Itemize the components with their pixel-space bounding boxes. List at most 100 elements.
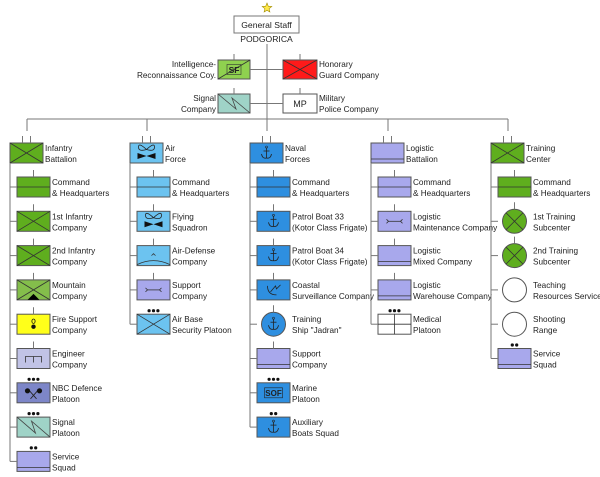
unit-training-4 bbox=[502, 311, 527, 337]
unit-frame bbox=[377, 279, 412, 301]
unit-training-3 bbox=[502, 277, 527, 303]
unit-label: & Headquarters bbox=[413, 189, 470, 198]
wrench-jaw bbox=[399, 219, 403, 224]
top-unit-label: Intelligence- bbox=[172, 60, 216, 69]
cross-line bbox=[282, 59, 318, 80]
unit-label: Training bbox=[292, 315, 322, 324]
cross-line bbox=[505, 246, 524, 265]
anchor-icon bbox=[268, 256, 279, 262]
unit-label: (Kotor Class Frigate) bbox=[292, 223, 368, 232]
unit-label: Security Platoon bbox=[172, 326, 232, 335]
unit-frame bbox=[136, 210, 171, 232]
unit-label: Service bbox=[533, 350, 561, 359]
unit-label: Company bbox=[172, 258, 208, 267]
column-head-label: Logistic bbox=[406, 144, 434, 153]
unit-label: Company bbox=[52, 361, 88, 370]
echelon-dot bbox=[27, 377, 31, 381]
sf-text: SF bbox=[229, 65, 240, 75]
column-head-logistic bbox=[370, 136, 405, 164]
unit-infantry-7 bbox=[16, 412, 51, 438]
unit-label: Air-Defense bbox=[172, 247, 216, 256]
diagonal-line bbox=[217, 59, 251, 80]
unit-label: Air Base bbox=[172, 315, 203, 324]
unit-label: Flying bbox=[172, 212, 194, 221]
unit-label: Patrol Boat 34 bbox=[292, 247, 344, 256]
column-head-training bbox=[490, 136, 525, 164]
signal-zigzag bbox=[16, 416, 51, 438]
column-head-naval bbox=[249, 136, 284, 164]
cross-line bbox=[136, 313, 171, 335]
unit-label: Subcenter bbox=[533, 258, 571, 267]
unit-label: Mixed Company bbox=[413, 258, 473, 267]
column-head-label: Naval bbox=[285, 144, 306, 153]
unit-infantry-0 bbox=[16, 170, 51, 198]
cross-line bbox=[16, 210, 51, 232]
unit-frame bbox=[16, 313, 51, 335]
column-head-label: Battalion bbox=[45, 155, 77, 164]
top-unit-label: Police Company bbox=[319, 105, 380, 114]
unit-naval-2 bbox=[256, 238, 291, 267]
top-unit-label: Reconnaissance Coy. bbox=[137, 71, 216, 80]
unit-label: Command bbox=[533, 178, 571, 187]
echelon-dot bbox=[510, 343, 514, 347]
echelon-dot bbox=[397, 309, 401, 313]
unit-infantry-3 bbox=[16, 272, 51, 301]
general-staff-location: PODGORICA bbox=[240, 34, 293, 44]
unit-label: & Headquarters bbox=[292, 189, 349, 198]
unit-logistic-0 bbox=[377, 170, 412, 198]
column-head-label: Training bbox=[526, 144, 556, 153]
unit-infantry-4 bbox=[16, 307, 51, 335]
star-icon bbox=[261, 2, 273, 13]
column-head-label: Forces bbox=[285, 155, 310, 164]
unit-label: Logistic bbox=[413, 212, 441, 221]
unit-label: Warehouse Company bbox=[413, 292, 493, 301]
anchor-icon bbox=[272, 214, 275, 217]
general-staff-label: General Staff bbox=[241, 20, 292, 30]
echelon-dot bbox=[515, 343, 519, 347]
air-defense-arc bbox=[136, 260, 171, 265]
wrench-jaw bbox=[158, 287, 162, 293]
unit-air-3 bbox=[136, 272, 171, 301]
column-head-infantry bbox=[9, 136, 44, 164]
unit-label: Company bbox=[292, 361, 328, 370]
unit-naval-3 bbox=[256, 272, 291, 301]
top-unit-label: Honorary bbox=[319, 60, 354, 69]
unit-label: Signal bbox=[52, 418, 75, 427]
echelon-dot bbox=[274, 412, 278, 416]
echelon-dot bbox=[151, 309, 156, 313]
nbc-retort bbox=[30, 390, 38, 400]
unit-infantry-2 bbox=[16, 238, 51, 267]
anchor-icon bbox=[268, 325, 279, 330]
unit-label: Support bbox=[292, 350, 321, 359]
unit-label: Command bbox=[413, 178, 451, 187]
top-unit-guard bbox=[282, 59, 318, 80]
unit-label: Command bbox=[172, 178, 210, 187]
unit-air-4 bbox=[136, 309, 171, 335]
unit-label: 2nd Training bbox=[533, 247, 579, 256]
unit-logistic-4 bbox=[377, 309, 412, 335]
echelon-dot bbox=[271, 377, 276, 381]
unit-label: Fire Support bbox=[52, 315, 98, 324]
unit-label: Platoon bbox=[292, 395, 320, 404]
propeller-icon bbox=[138, 144, 155, 151]
unit-naval-6: SOF bbox=[256, 377, 291, 404]
echelon-dot bbox=[267, 377, 271, 381]
unit-label: Coastal bbox=[292, 281, 320, 290]
unit-infantry-6 bbox=[16, 377, 51, 404]
unit-circle bbox=[502, 277, 527, 303]
unit-label: Shooting bbox=[533, 315, 566, 324]
anchor-icon bbox=[268, 222, 279, 227]
unit-infantry-1 bbox=[16, 204, 51, 232]
symbol-text: MP bbox=[293, 99, 307, 109]
unit-label: Support bbox=[172, 281, 201, 290]
echelon-dot bbox=[156, 309, 160, 313]
unit-air-2 bbox=[136, 238, 171, 267]
cross-line bbox=[16, 279, 51, 301]
unit-label: Service bbox=[52, 452, 80, 461]
unit-label: 1st Infantry bbox=[52, 212, 93, 221]
column-head-label: Force bbox=[165, 155, 186, 164]
unit-frame bbox=[377, 245, 412, 267]
unit-label: Squad bbox=[52, 463, 76, 472]
unit-naval-4 bbox=[261, 305, 286, 337]
unit-label: Platoon bbox=[52, 429, 80, 438]
